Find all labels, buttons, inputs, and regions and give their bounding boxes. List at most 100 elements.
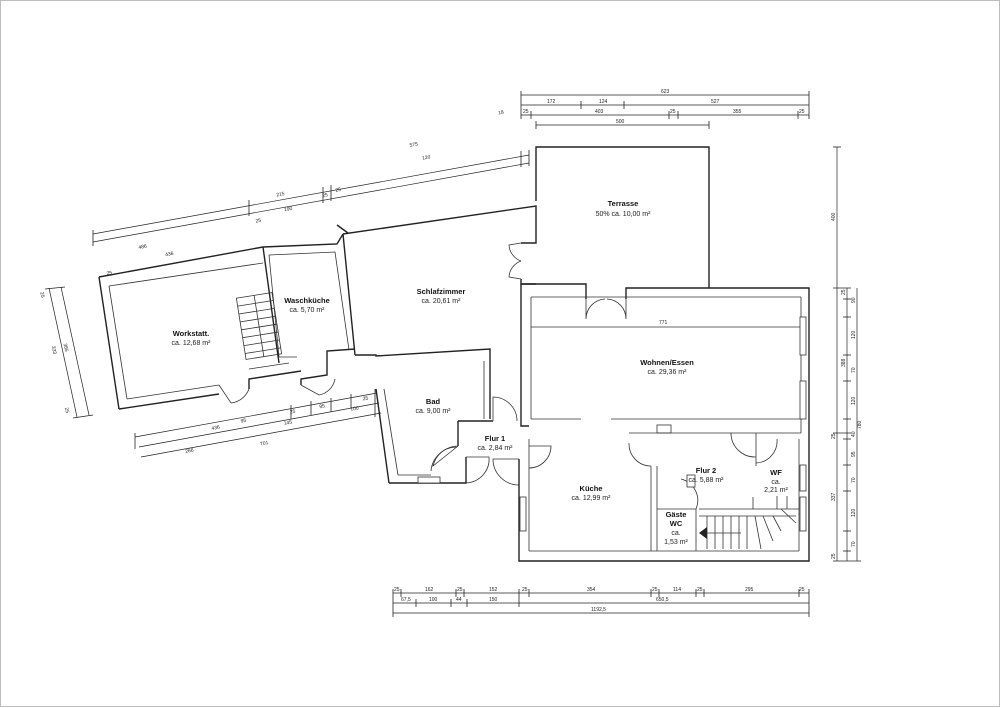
dim-ul-25d: 25 [106, 270, 113, 277]
wohnen-top-wall-left [521, 283, 587, 299]
dim-r-388: 388 [841, 358, 847, 367]
dim-b-25a: 25 [394, 587, 400, 593]
door-wf-2 [755, 438, 778, 464]
dim-ll-25a: 25 [289, 409, 296, 416]
dim-top-355: 355 [733, 109, 742, 115]
room-gaeste-area-line2: 1,53 m² [664, 539, 688, 546]
wohnen-top-wall-right [625, 287, 810, 439]
dim-r-70c: 70 [851, 541, 857, 547]
dim-left-333: 333 [50, 345, 58, 355]
dim-r-25a: 25 [841, 289, 847, 295]
door-flur1-bottom-2 [492, 458, 520, 486]
room-gaeste-area-line1: ca. [671, 530, 680, 537]
dim-b-44: 44 [456, 597, 462, 603]
dim-r-400: 400 [831, 212, 837, 221]
dim-ll-95b: 95 [319, 403, 326, 410]
room-flur2-name: Flur 2 [696, 466, 716, 475]
werkstatt-bottom-right-inner [248, 362, 290, 370]
room-bad-area: ca. 9,00 m² [415, 408, 451, 415]
door-terrasse-2 [508, 260, 522, 280]
dim-ul-190: 190 [284, 206, 293, 213]
door-wohnen-1 [585, 298, 606, 320]
werkstatt-bottom-inner [126, 384, 220, 400]
dim-b-25b: 25 [457, 587, 463, 593]
dim-b-650-5: 650,5 [656, 597, 669, 603]
room-wf-area-line2: 2,21 m² [764, 487, 788, 494]
dim-top-403: 403 [595, 109, 604, 115]
door-flur1-left-arc [430, 446, 457, 472]
dim-b-162: 162 [425, 587, 434, 593]
door-flur1-bottom [465, 456, 490, 484]
dim-r-90: 90 [851, 297, 857, 303]
waschkueche-top-wall [262, 233, 344, 248]
werkstatt-waschkueche-wall [262, 246, 280, 364]
window-wohnen-2 [799, 380, 807, 420]
dim-ul-575: 575 [409, 141, 418, 148]
walls [98, 146, 810, 562]
room-labels: Terrasse 50% ca. 10,00 m² Schlafzimmer c… [172, 199, 789, 546]
dim-r-70a: 70 [851, 367, 857, 373]
werkstatt-left-wall [98, 276, 120, 410]
south-outer-wall [518, 439, 810, 562]
dim-left-25b: 25 [63, 407, 70, 414]
dim-ll-145: 145 [283, 419, 292, 426]
door-terrasse-1 [508, 242, 522, 262]
dim-ul-120: 120 [422, 154, 431, 161]
dim-left-25a: 25 [38, 292, 45, 299]
room-kueche-name: Küche [580, 484, 603, 493]
dim-b-1192-5: 1192,5 [591, 607, 606, 613]
room-terrasse-name: Terrasse [608, 199, 639, 208]
bad-top-wall [355, 348, 491, 419]
windows [519, 316, 807, 532]
dim-top-527: 527 [711, 99, 720, 105]
dim-top-172: 172 [547, 99, 556, 105]
dim-b-25d: 25 [652, 587, 658, 593]
dim-ll-701: 701 [260, 440, 269, 447]
door-flur2-left [628, 442, 652, 467]
room-waschkueche-name: Waschküche [284, 296, 330, 305]
window-wohnen-1 [799, 316, 807, 356]
stair-arrow-icon [699, 527, 707, 539]
werkstatt-top-wall [98, 246, 264, 278]
room-schlafzimmer-area: ca. 20,61 m² [422, 298, 462, 305]
door-waschkueche [300, 378, 336, 396]
dim-b-295: 295 [745, 587, 754, 593]
room-gaeste-name-line1: Gäste [666, 510, 687, 519]
room-werkstatt-area: ca. 12,68 m² [172, 340, 212, 347]
dim-inner-771: 771 [659, 320, 668, 326]
doors [218, 242, 778, 510]
dim-b-25e: 25 [697, 587, 703, 593]
dim-top-25a: 25 [523, 109, 529, 115]
dim-ul-486: 486 [138, 243, 147, 250]
door-werkstatt [218, 384, 250, 404]
dim-r-337: 337 [831, 492, 837, 501]
schlafzimmer-top-wall [342, 205, 537, 244]
schlafzimmer-corner-wall [520, 279, 536, 285]
dim-top-total: 623 [661, 89, 670, 95]
room-flur1-area: ca. 2,84 m² [477, 445, 513, 452]
room-waschkueche-area: ca. 5,70 m² [289, 307, 325, 314]
bad-left-inner [383, 388, 399, 476]
dim-ll-25b: 25 [362, 395, 369, 402]
bad-window [417, 476, 441, 484]
dim-ul-25c: 25 [335, 187, 342, 194]
room-schlafzimmer-name: Schlafzimmer [417, 287, 466, 296]
dim-left-385: 385 [62, 343, 70, 353]
werkstatt-bottom-wall [118, 393, 220, 410]
room-wohnen-name: Wohnen/Essen [640, 358, 694, 367]
schlafzimmer-left-wall [342, 233, 356, 356]
door-gaestewc [680, 478, 699, 510]
room-flur1-name: Flur 1 [485, 434, 505, 443]
stairs-werkstatt [235, 292, 283, 360]
dim-ul-18: 18 [498, 109, 505, 116]
door-wohnen-2 [606, 298, 627, 320]
stairs-flur2 [699, 496, 797, 550]
room-wf-area-line1: ca. [771, 479, 780, 486]
dim-b-25c: 25 [522, 587, 528, 593]
dimension-labels: 623 172 124 527 25 403 25 355 25 500 486… [38, 89, 863, 613]
dim-r-120c: 120 [851, 508, 857, 517]
flur1-corner [520, 421, 529, 427]
dim-b-150: 150 [489, 597, 498, 603]
